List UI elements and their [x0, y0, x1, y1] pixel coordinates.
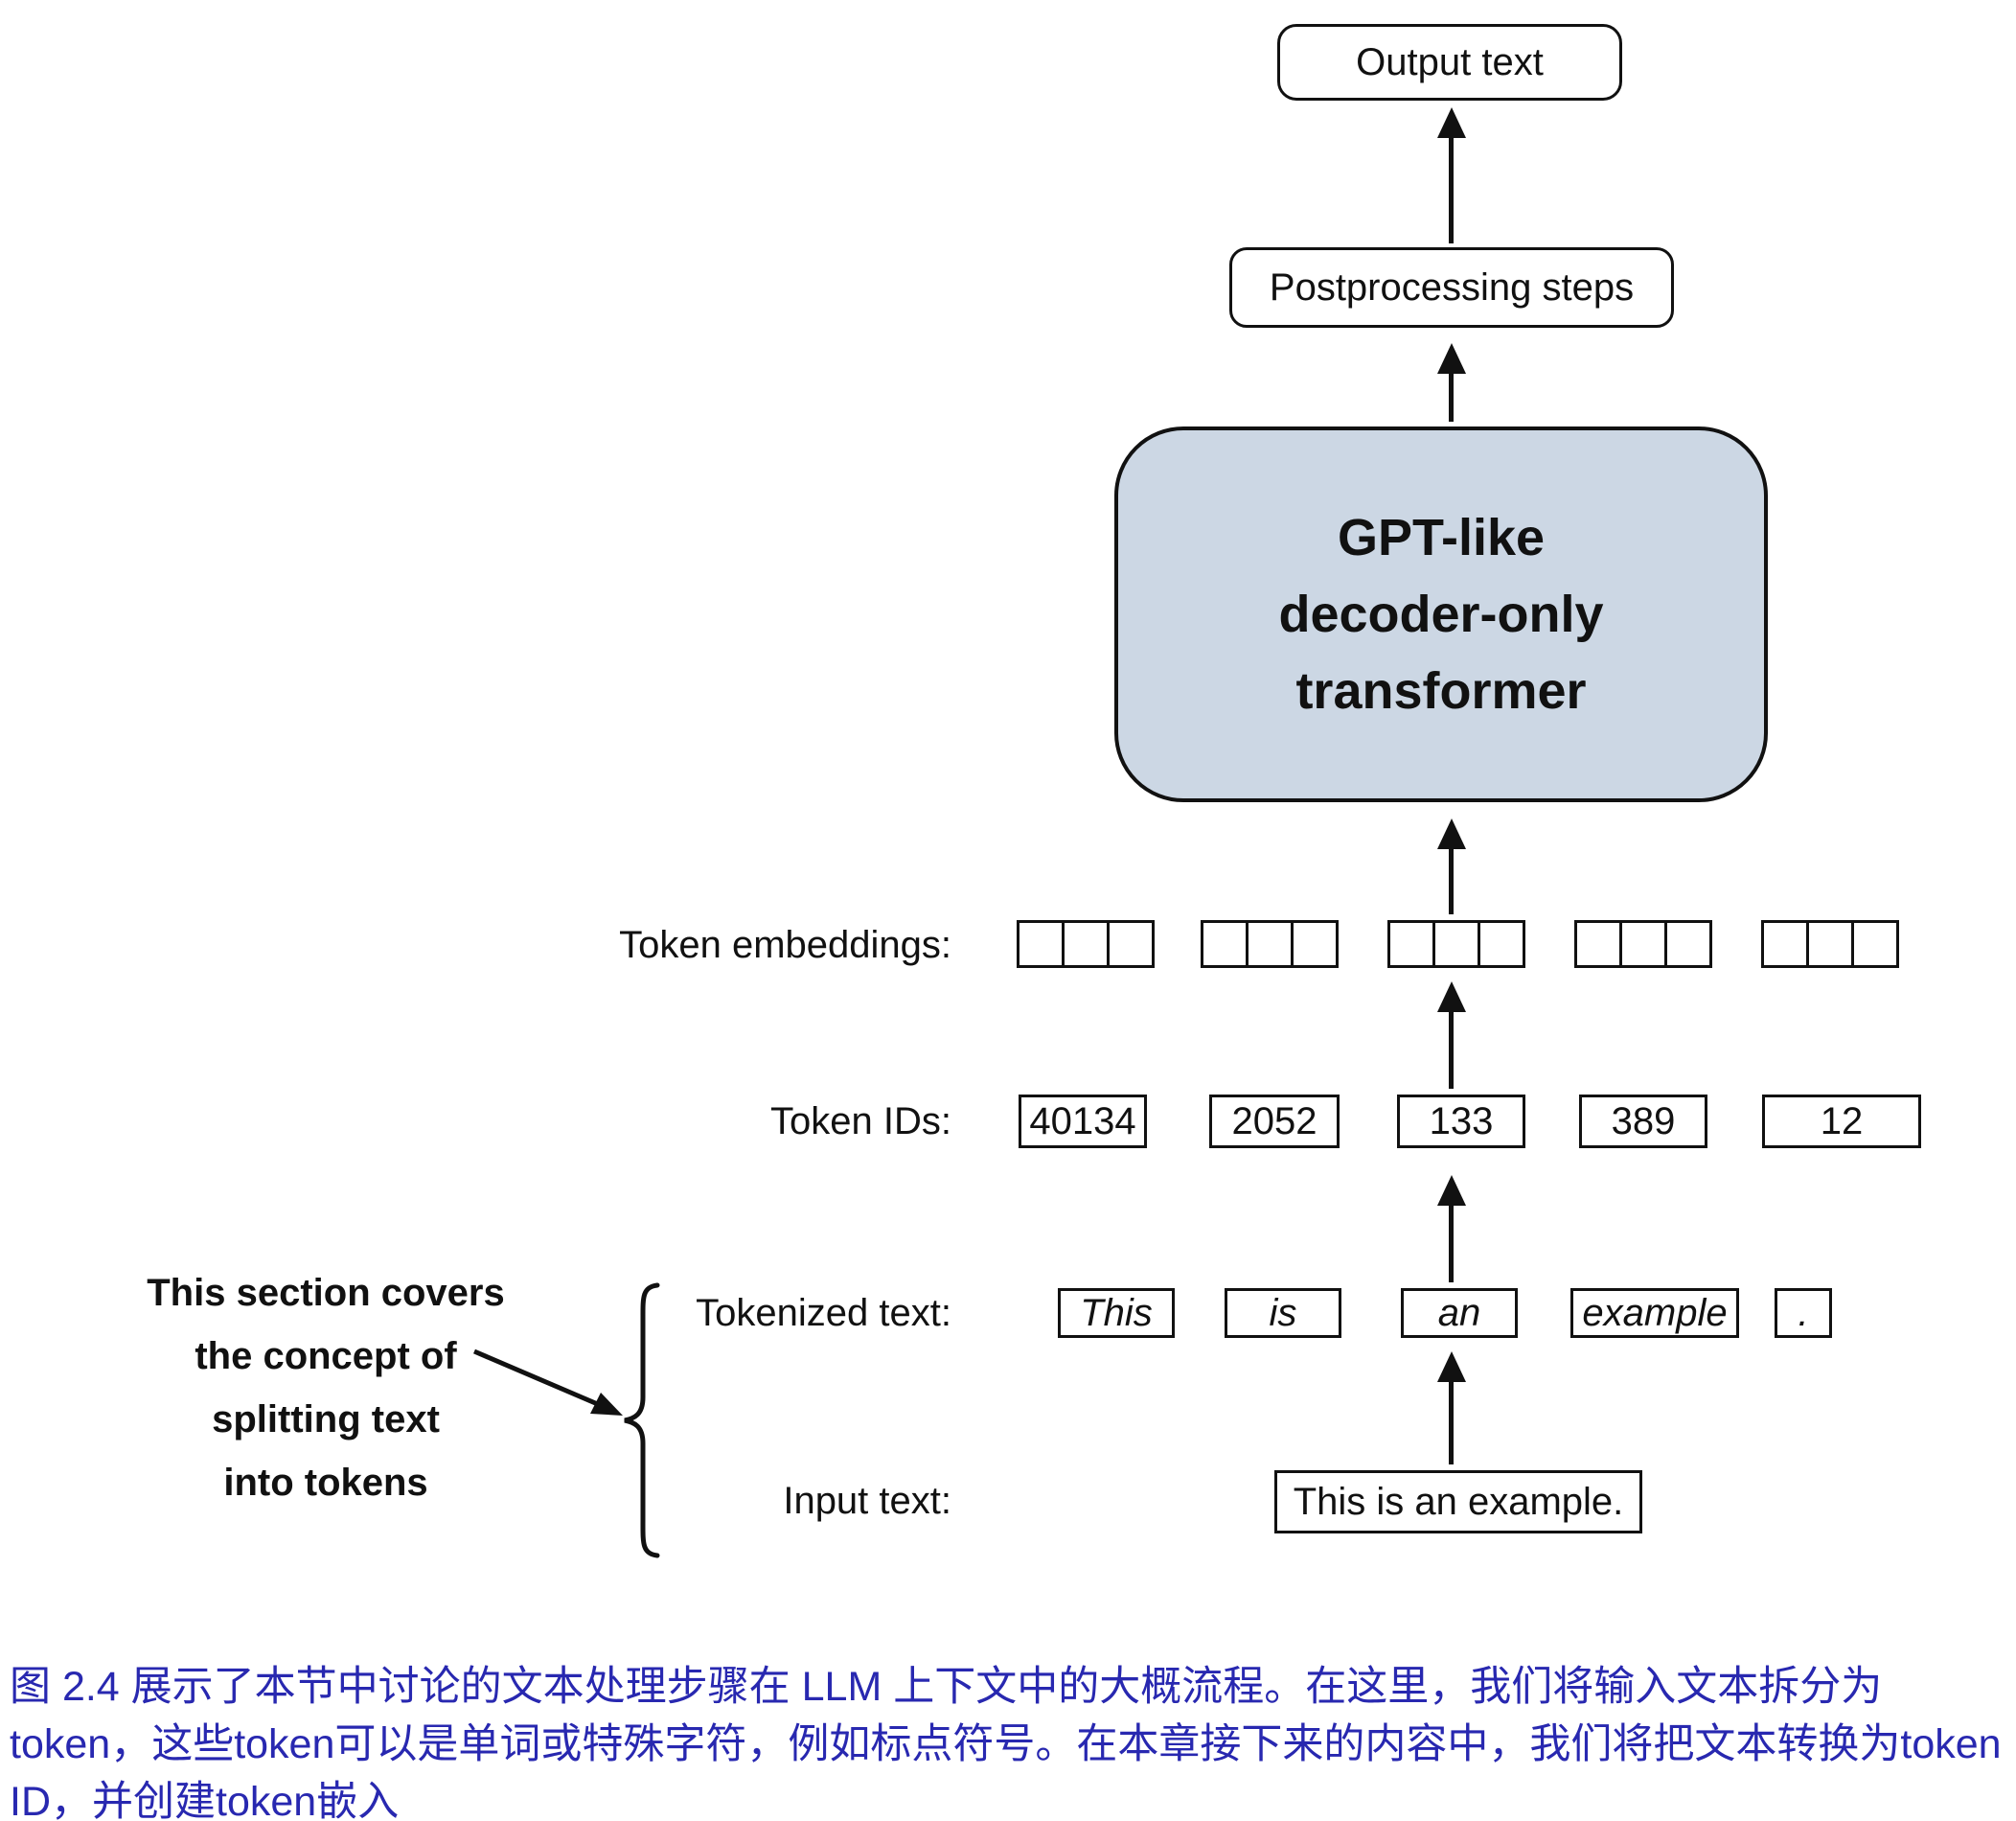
token-box: is — [1225, 1288, 1341, 1338]
embedding-group — [1574, 920, 1712, 968]
embedding-group — [1387, 920, 1525, 968]
transformer-label-line3: transformer — [1295, 662, 1587, 720]
embedding-square — [1387, 920, 1435, 968]
postprocessing-box: Postprocessing steps — [1229, 247, 1674, 328]
embedding-square — [1201, 920, 1249, 968]
embedding-group — [1761, 920, 1899, 968]
output-text-label: Output text — [1356, 40, 1544, 83]
curly-brace-icon — [624, 1282, 660, 1558]
embedding-square — [1107, 920, 1155, 968]
input-text-box: This is an example. — [1274, 1470, 1642, 1533]
embedding-group — [1017, 920, 1155, 968]
embedding-square — [1432, 920, 1480, 968]
arrow-up-icon — [1449, 136, 1454, 243]
token-box: example — [1570, 1288, 1739, 1338]
token-id-box: 2052 — [1209, 1095, 1340, 1148]
arrow-up-icon — [1449, 1010, 1454, 1089]
arrow-up-icon — [1449, 847, 1454, 914]
embedding-group — [1201, 920, 1339, 968]
annotation-line: the concept of — [195, 1335, 457, 1377]
annotation-line: splitting text — [212, 1398, 440, 1441]
annotation-line: This section covers — [147, 1272, 505, 1314]
token-id-box: 133 — [1397, 1095, 1525, 1148]
embedding-square — [1478, 920, 1525, 968]
embedding-square — [1806, 920, 1854, 968]
row-label-token-embeddings: Token embeddings: — [619, 924, 951, 966]
arrow-up-icon — [1449, 372, 1454, 422]
row-label-token-ids: Token IDs: — [770, 1100, 951, 1142]
embedding-square — [1619, 920, 1667, 968]
embedding-square — [1246, 920, 1294, 968]
token-box: . — [1775, 1288, 1832, 1338]
token-box: This — [1058, 1288, 1175, 1338]
arrow-up-icon — [1449, 1204, 1454, 1282]
annotation-line: into tokens — [223, 1462, 428, 1504]
row-label-tokenized-text: Tokenized text: — [696, 1292, 951, 1334]
section-annotation: This section covers the concept of split… — [105, 1261, 546, 1514]
postprocessing-label: Postprocessing steps — [1269, 265, 1635, 309]
output-text-box: Output text — [1277, 24, 1622, 101]
embedding-square — [1574, 920, 1622, 968]
arrow-up-icon — [1449, 1380, 1454, 1464]
embedding-square — [1291, 920, 1339, 968]
embedding-square — [1761, 920, 1809, 968]
token-box: an — [1401, 1288, 1518, 1338]
transformer-label-line1: GPT-like — [1337, 509, 1546, 566]
embedding-square — [1062, 920, 1110, 968]
token-id-box: 40134 — [1019, 1095, 1147, 1148]
token-id-box: 389 — [1579, 1095, 1707, 1148]
embedding-square — [1664, 920, 1712, 968]
embedding-square — [1017, 920, 1065, 968]
token-id-box: 12 — [1762, 1095, 1921, 1148]
embedding-square — [1851, 920, 1899, 968]
annotation-arrow-icon — [473, 1348, 623, 1416]
row-label-input-text: Input text: — [783, 1480, 951, 1522]
figure-caption: 图 2.4 展示了本节中讨论的文本处理步骤在 LLM 上下文中的大概流程。在这里… — [10, 1664, 2002, 1821]
transformer-box: GPT-like decoder-only transformer — [1114, 426, 1768, 802]
transformer-label-line2: decoder-only — [1278, 586, 1604, 643]
